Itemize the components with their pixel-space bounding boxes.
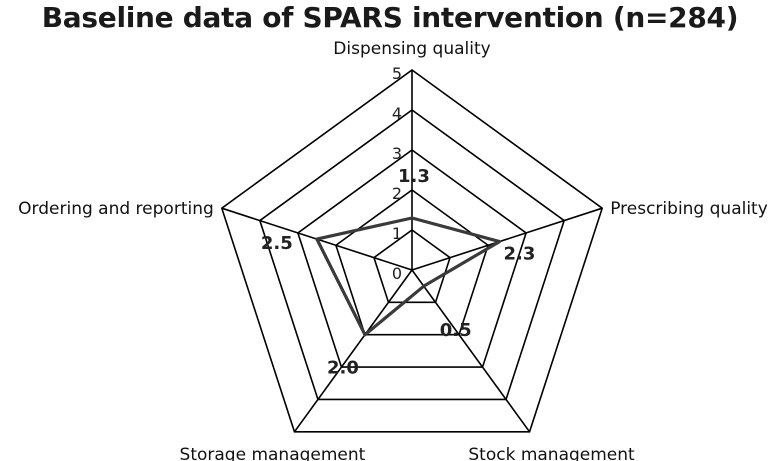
grid-spoke-4 — [293, 269, 413, 433]
tick-label-0: 0 — [392, 264, 402, 283]
grid-ring-4 — [258, 109, 566, 401]
data-label-4: 2.0 — [327, 358, 359, 379]
axis-label-4: Storage management — [180, 445, 366, 461]
axis-label-3: Stock management — [468, 445, 635, 461]
series-line — [315, 216, 502, 337]
tick-label-4: 4 — [392, 104, 402, 123]
radar-tick-labels: 0 1 2 3 4 5 — [392, 64, 402, 283]
radar-data-labels: 1.3 2.3 0.5 2.0 2.5 — [261, 166, 535, 379]
axis-label-5: Ordering and reporting — [18, 199, 214, 219]
grid-spoke-2 — [411, 207, 603, 271]
tick-label-3: 3 — [392, 144, 402, 163]
tick-label-5: 5 — [392, 64, 402, 83]
data-label-1: 1.3 — [398, 166, 430, 187]
grid-ring-1 — [373, 229, 451, 304]
data-label-5: 2.5 — [261, 233, 293, 254]
data-label-3: 0.5 — [440, 320, 472, 341]
grid-ring-3 — [296, 149, 528, 368]
tick-label-1: 1 — [392, 224, 402, 243]
axis-label-1: Dispensing quality — [333, 39, 490, 59]
tick-label-2: 2 — [392, 184, 402, 203]
data-label-2: 2.3 — [503, 244, 535, 265]
axis-label-2: Prescribing quality — [610, 199, 768, 219]
chart-title: Baseline data of SPARS intervention (n=2… — [41, 1, 739, 34]
grid-ring-5 — [220, 69, 604, 433]
grid-spoke-3 — [411, 269, 531, 433]
radar-series — [315, 216, 502, 337]
